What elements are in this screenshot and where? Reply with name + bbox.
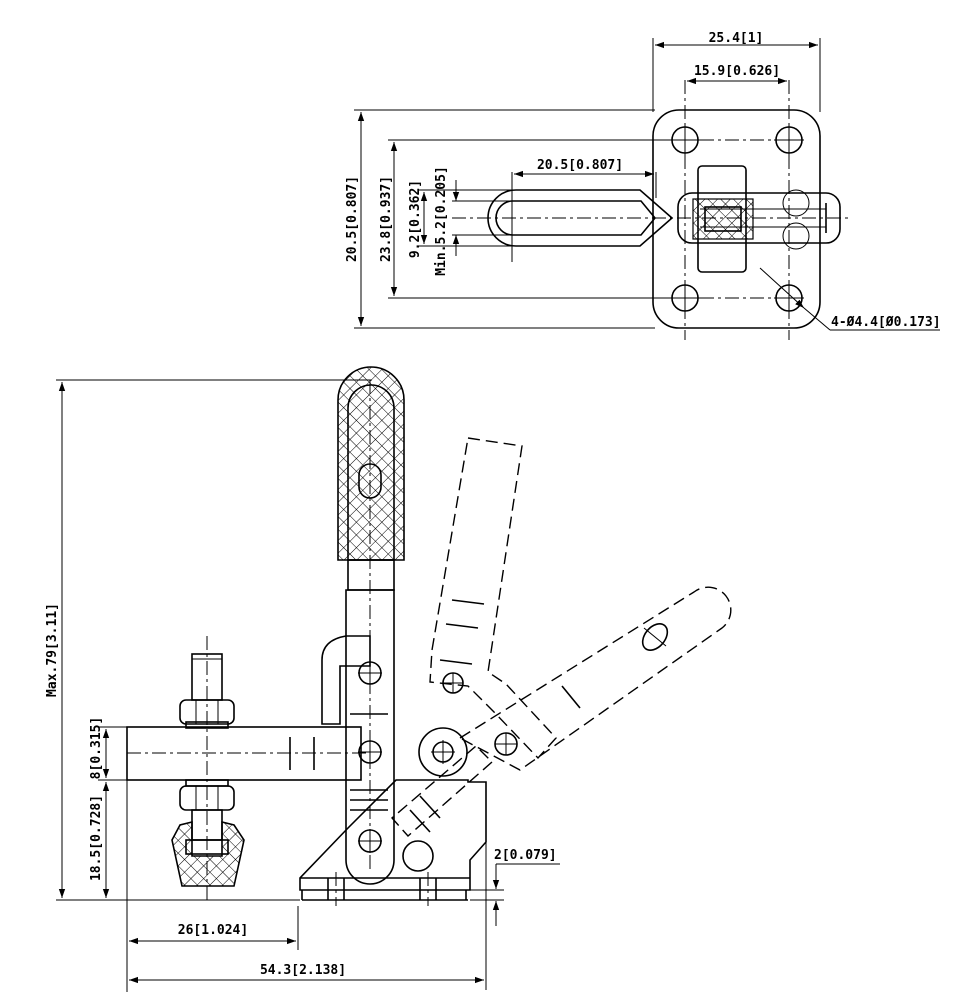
dim-width-holes: 15.9[0.626] [694,64,780,79]
dim-arm-height: 18.5[0.728] [89,795,104,881]
dim-min-gap: Min.5.2[0.205] [434,166,449,276]
side-view [126,366,732,906]
top-view-dimensions: 25.4[1] 15.9[0.626] 20.5[0.807] 20.5[0.8… [345,31,941,331]
dim-height-outer: 23.8[0.937] [379,176,394,262]
dim-reach: 26[1.024] [178,923,248,938]
dim-max-height: Max.79[3.11] [45,603,60,697]
dim-height-slot: 9.2[0.362] [408,180,423,258]
handle-shank-side [345,589,395,885]
dim-arm-thickness: 8[0.315] [89,717,104,780]
side-view-dimensions: Max.79[3.11] 8[0.315] 18.5[0.728] 26[1.0… [45,379,560,992]
dim-width-overall: 25.4[1] [709,31,764,46]
spindle-cap [171,820,245,887]
dim-height-overall: 20.5[0.807] [345,176,360,262]
base-body-side [299,779,487,891]
base-plate-top [652,109,821,329]
grip-section-top [692,198,754,240]
base-pivot [402,840,434,872]
spindle-slot [495,200,657,236]
mounting-hole-hidden [782,222,810,250]
dim-spindle-slot: 20.5[0.807] [537,158,623,173]
handle-lowered-phantom [458,586,732,771]
dim-overall-length: 54.3[2.138] [260,963,346,978]
link-bracket [321,635,371,725]
main-pivot-link [418,727,468,777]
dim-base-thickness: 2[0.079] [494,848,557,863]
handle-top [677,192,841,244]
top-view [452,80,850,340]
handle-open-phantom [429,437,557,760]
mounting-hole-hidden [782,189,810,217]
dim-holes: 4-Ø4.4[Ø0.173] [831,315,941,330]
